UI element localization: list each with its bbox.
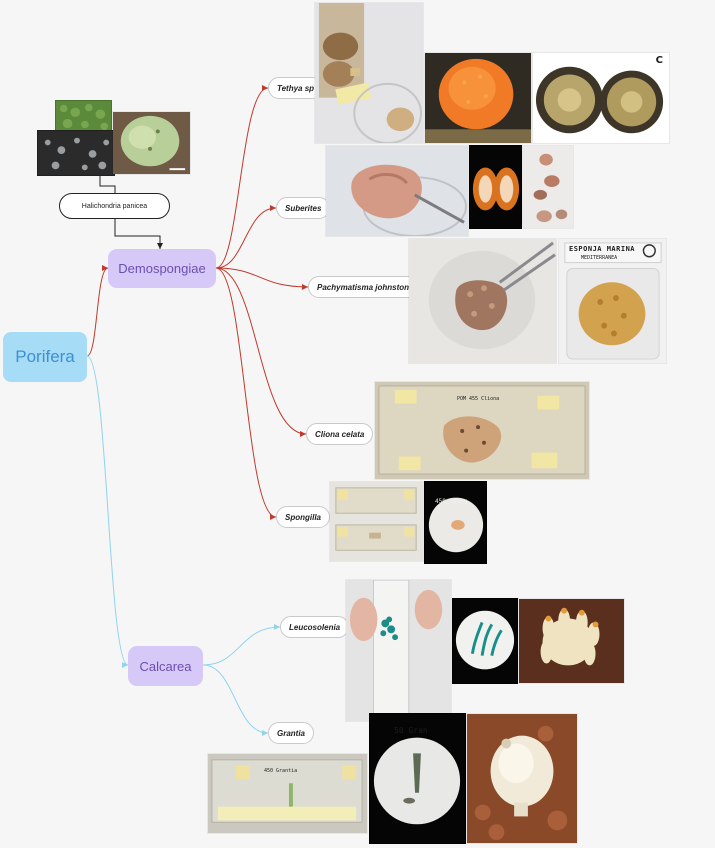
node-leucosolenia-label: Leucosolenia [289,622,341,632]
photo-tethya-jar [314,2,424,144]
photo-tethya-orange [424,52,532,144]
photo-halichondria-sponge [112,111,191,175]
esponja-subtitle: MEDITERRANEA [581,255,618,261]
node-pachymatisma-label: Pachymatisma johnstonia [317,282,416,292]
link-demo-suberites [215,207,277,269]
photo-suberites-pieces [522,145,574,229]
photo-grantia-slide: 450 Grantia [207,753,368,834]
cliona-slide-label: POM 455 Cliona [457,396,500,402]
node-tethya-label: Tethya sp [277,83,315,93]
spongilla-slide-label: 450 Spong [435,498,468,505]
photo-grantia-microscope: 50 Gran [369,713,466,844]
node-spongilla-label: Spongilla [285,512,321,522]
link-demo-spongilla [215,267,277,518]
node-cliona-label: Cliona celata [315,429,365,439]
grantia-microscope-label: 50 Gran [394,726,428,735]
photo-halichondria-dark [37,130,115,176]
photo-spongilla-slides [329,481,424,562]
node-cliona[interactable]: Cliona celata [306,423,374,445]
photo-halichondria-green [55,100,112,132]
link-photo-halichondria [99,176,116,193]
node-calcarea-label: Calcarea [139,658,192,674]
link-demo-pachymatisma [215,267,309,288]
esponja-title: ESPONJA MARINA [569,245,636,253]
photo-leucosolenia-slide [345,579,452,722]
grantia-slide-label: 450 Grantia [264,768,298,774]
photo-cliona-slide: POM 455 Cliona [374,381,590,480]
photo-suberites-dish [325,145,469,237]
node-suberites-label: Suberites [285,203,322,213]
link-porifera-calcarea [86,355,129,666]
node-calcarea[interactable]: Calcarea [128,646,203,686]
node-spongilla[interactable]: Spongilla [276,506,330,528]
link-calc-grantia [202,664,269,734]
node-demospongiae[interactable]: Demospongiae [108,249,216,288]
link-calc-leucosolenia [202,626,281,666]
photo-leucosolenia-microscope [452,598,518,684]
node-suberites[interactable]: Suberites [276,197,331,219]
node-halichondria-label: Halichondria panicea [81,202,148,210]
photo-tethya-section: C [532,52,670,144]
photo-esponja-marina-package: ESPONJA MARINA MEDITERRANEA [558,238,667,364]
node-porifera-label: Porifera [15,347,75,366]
link-demo-cliona [215,267,307,435]
node-leucosolenia[interactable]: Leucosolenia [280,616,350,638]
link-halichondria-demospongiae [114,219,161,249]
photo-spongilla-microscope: 450 Spong [424,481,487,564]
node-halichondria-panicea[interactable]: Halichondria panicea [59,193,170,219]
photo-pachymatisma-tweezers [408,238,557,364]
photo-grantia-specimen [466,713,578,844]
node-grantia[interactable]: Grantia [268,722,315,744]
figure-letter: C [655,55,663,66]
node-porifera[interactable]: Porifera [3,332,87,382]
node-demospongiae-label: Demospongiae [118,261,206,276]
photo-leucosolenia-colony [518,598,625,684]
photo-suberites-halves [469,145,522,229]
node-grantia-label: Grantia [277,728,306,738]
link-demo-tethya [215,87,269,269]
link-porifera-demospongiae [86,267,109,357]
